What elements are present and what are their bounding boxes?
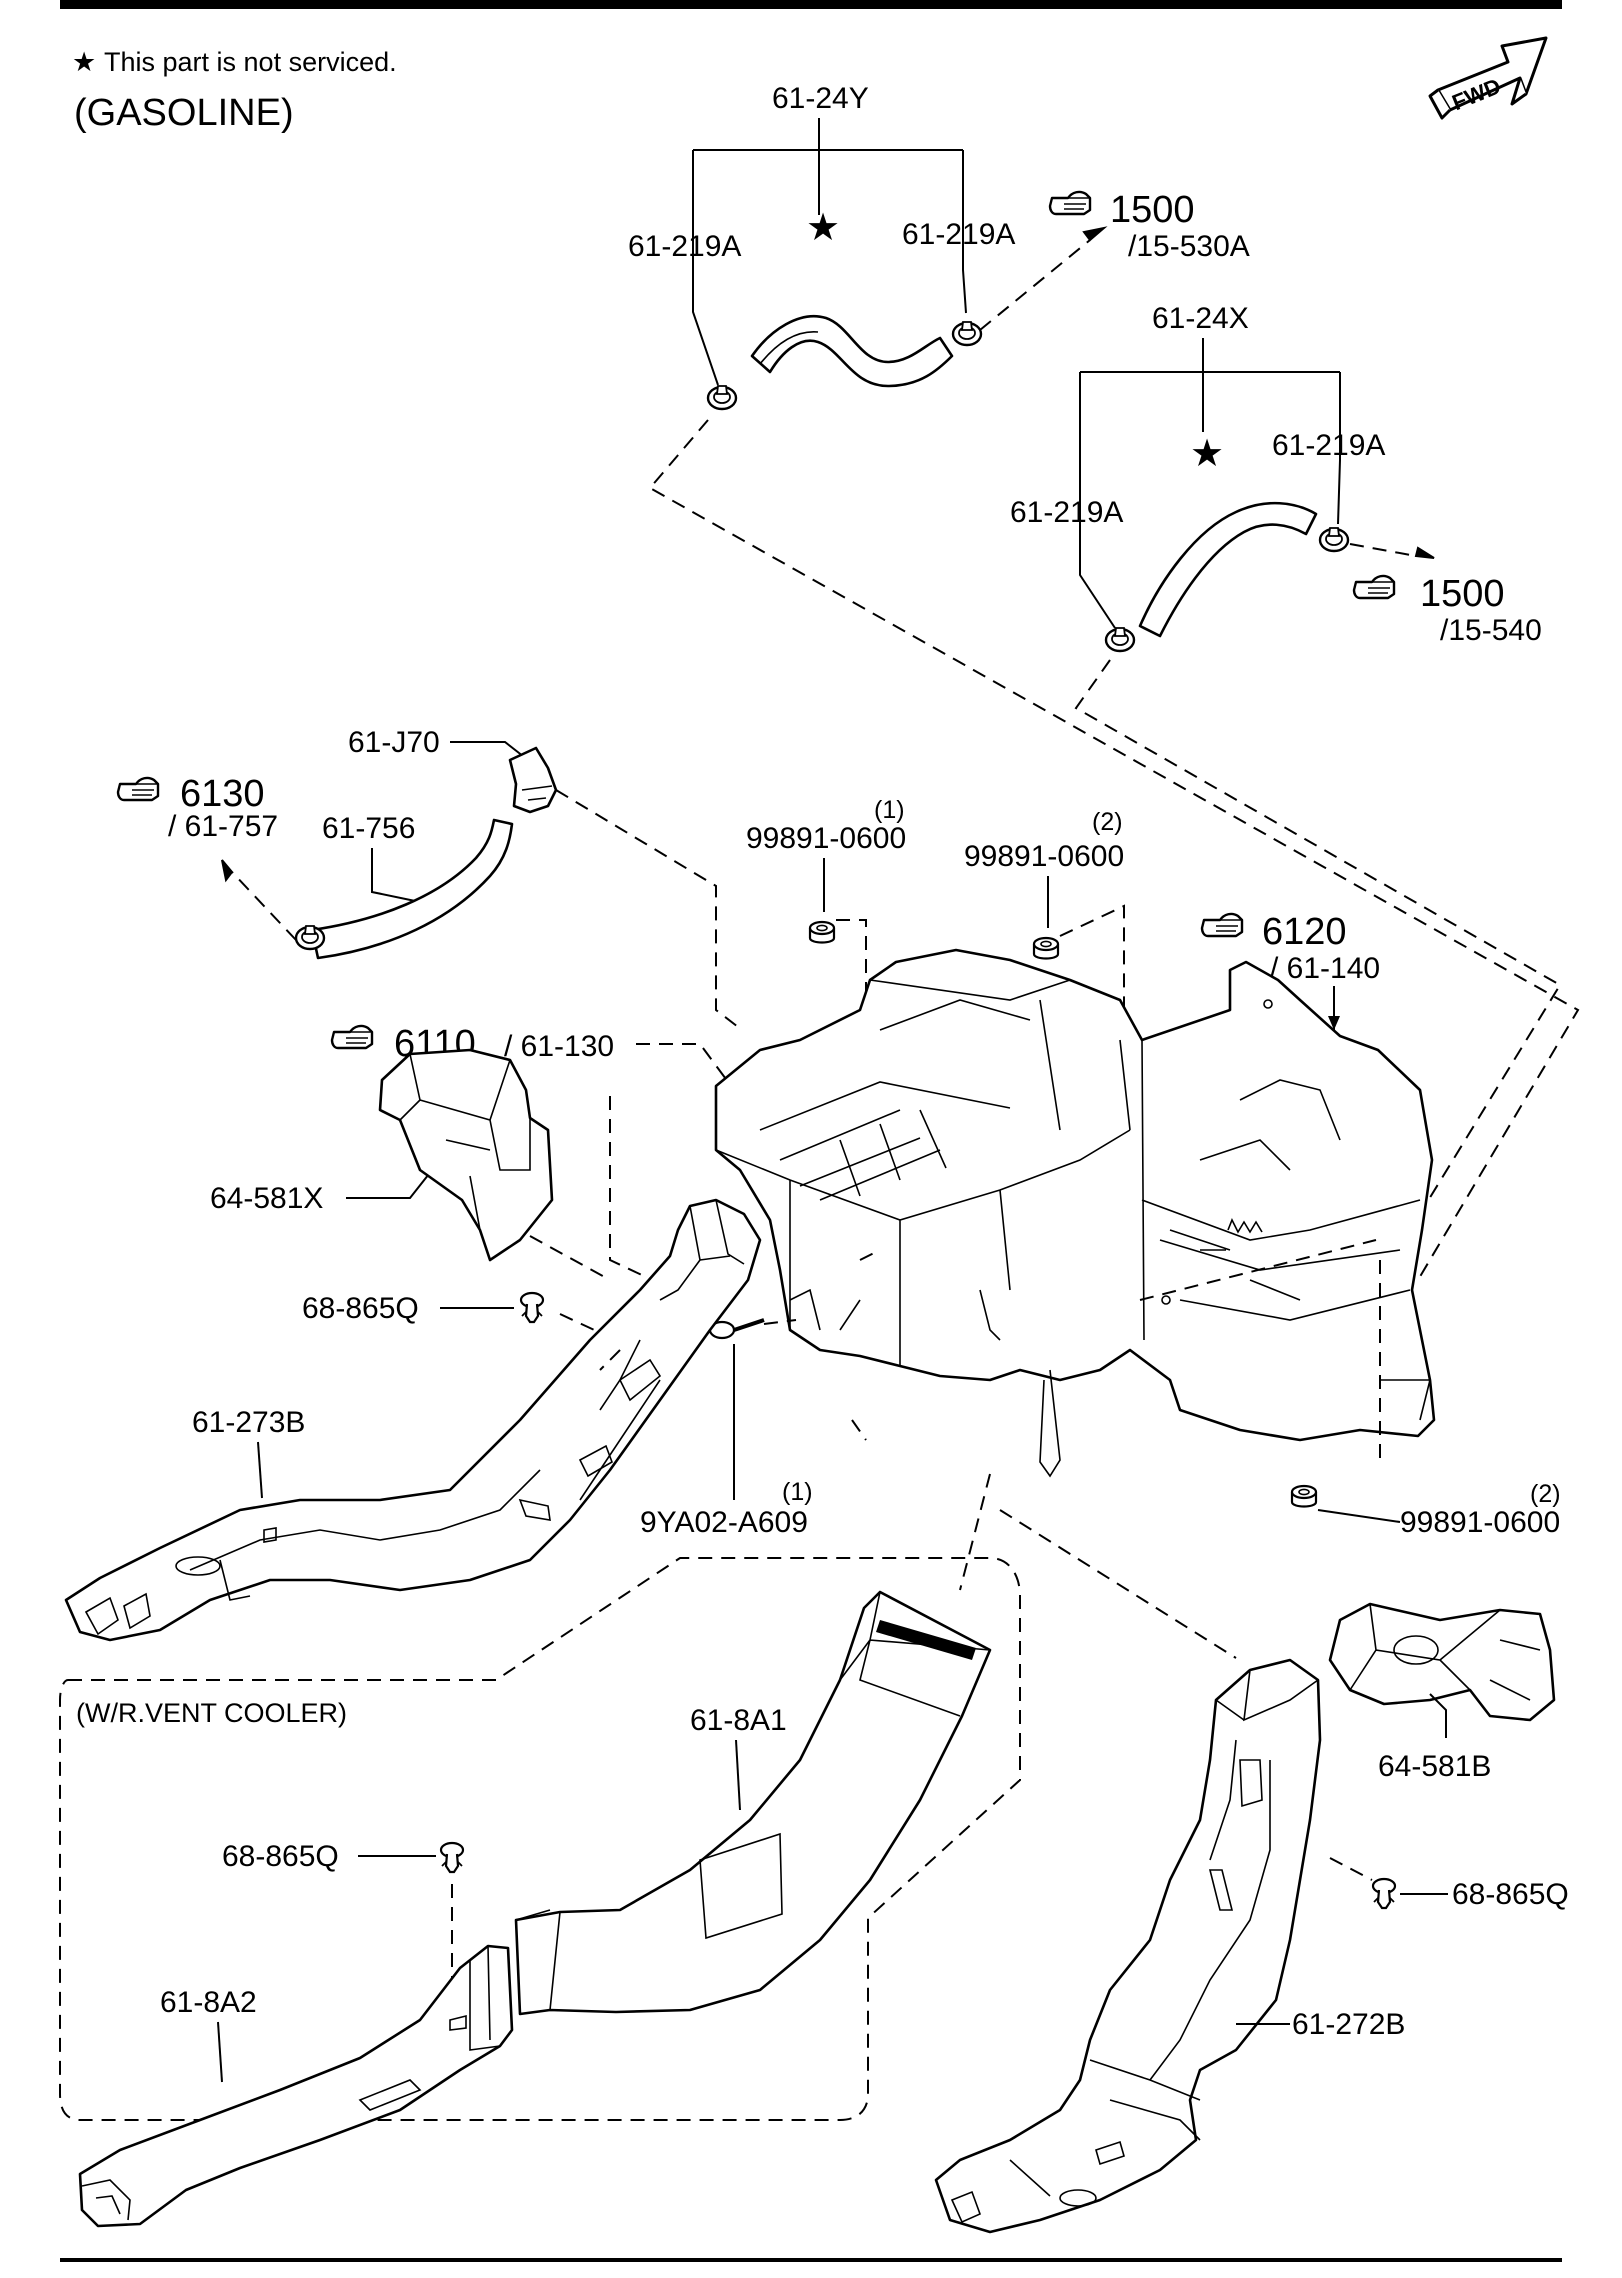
callout-61-756: 61-756: [322, 812, 415, 845]
callout-61-219A-left: 61-219A: [628, 230, 741, 263]
svg-text:1500: 1500: [1110, 189, 1195, 231]
reference-1500-a: 1500 /15-530A: [1048, 189, 1250, 263]
group-label-vent-cooler: (W/R.VENT COOLER): [76, 1698, 347, 1728]
callout-61-219A-lower: 61-219A: [1010, 496, 1123, 529]
callout-61-J70: 61-J70: [348, 726, 440, 759]
variant-heading: (GASOLINE): [74, 92, 294, 134]
callout-64-581X: 64-581X: [210, 1182, 323, 1215]
duct-61-8A2: [78, 1944, 514, 2228]
callout-68-865Q-right: 68-865Q: [1452, 1878, 1569, 1911]
clip-68-865Q: [519, 1291, 545, 1324]
svg-text:6130: 6130: [180, 773, 265, 815]
svg-text:/15-530A: /15-530A: [1128, 230, 1250, 263]
hose-clamp: [706, 384, 738, 411]
hose-61-24X: [1138, 501, 1318, 638]
pointing-hand-icon: [1048, 190, 1092, 216]
svg-text:/15-540: /15-540: [1440, 614, 1542, 647]
svg-text:1500: 1500: [1420, 573, 1505, 615]
qty-99891-1: (1): [874, 796, 905, 824]
svg-text:6120: 6120: [1262, 911, 1347, 953]
svg-text:/ 61-757: / 61-757: [168, 810, 278, 843]
svg-text:/ 61-140: / 61-140: [1270, 952, 1380, 985]
hose-clamp: [1318, 526, 1350, 553]
hose-61-756: [310, 818, 514, 960]
pointing-hand-icon: [116, 776, 160, 802]
callout-61-8A2: 61-8A2: [160, 1986, 257, 2019]
bottom-border: [60, 2258, 1562, 2262]
qty-99891-2: (2): [1092, 808, 1123, 836]
callout-61-24Y: 61-24Y: [772, 82, 869, 115]
callout-61-273B: 61-273B: [192, 1406, 305, 1439]
callout-99891-0600-1: 99891-0600: [746, 822, 906, 855]
callout-61-219A-right: 61-219A: [902, 218, 1015, 251]
top-border: [60, 0, 1562, 9]
duct-64-581X: [378, 1048, 554, 1262]
callout-9YA02-A609: 9YA02-A609: [640, 1506, 808, 1539]
nut-99891-0600: [1290, 1484, 1318, 1508]
hose-clamp: [294, 924, 326, 951]
callout-68-865Q-group: 68-865Q: [222, 1840, 339, 1873]
qty-9YA02: (1): [782, 1478, 813, 1506]
qty-99891-3: (2): [1530, 1480, 1561, 1508]
svg-text:/ 61-130: / 61-130: [504, 1030, 614, 1063]
pointing-hand-icon: [1352, 574, 1396, 600]
nut-99891-0600: [808, 920, 836, 944]
star-icon: ★: [1190, 433, 1224, 475]
callout-61-219A-upper: 61-219A: [1272, 429, 1385, 462]
callout-64-581B: 64-581B: [1378, 1750, 1491, 1783]
callout-61-272B: 61-272B: [1292, 2008, 1405, 2041]
bolt-9YA02-A609: [708, 1318, 765, 1340]
callout-61-24X: 61-24X: [1152, 302, 1249, 335]
duct-61-273B: [64, 1198, 762, 1642]
callout-99891-0600-3: 99891-0600: [1400, 1506, 1560, 1539]
hose-clamp: [1104, 626, 1136, 653]
hose-61-24Y: [750, 315, 954, 388]
clip-68-865Q: [1371, 1877, 1397, 1910]
star-icon: ★: [72, 47, 96, 77]
callout-99891-0600-2: 99891-0600: [964, 840, 1124, 873]
hose-clamp: [951, 320, 983, 347]
heater-unit-61-130: [714, 948, 1436, 1478]
duct-61-8A1: [514, 1590, 992, 2016]
nut-99891-0600: [1032, 936, 1060, 960]
callout-68-865Q-upper: 68-865Q: [302, 1292, 419, 1325]
star-icon: ★: [806, 207, 840, 249]
reference-1500-b: 1500 /15-540: [1352, 573, 1542, 647]
reference-6130: 6130 / 61-757: [116, 773, 278, 843]
vent-cooler-group-box: [59, 1557, 1021, 2121]
duct-61-272B: [934, 1658, 1322, 2234]
pointing-hand-icon: [1200, 912, 1244, 938]
callout-61-8A1: 61-8A1: [690, 1704, 787, 1737]
clip-68-865Q: [439, 1841, 465, 1874]
valve-61-J70: [508, 746, 558, 814]
reference-6120: 6120 / 61-140: [1200, 911, 1380, 985]
pointing-hand-icon: [330, 1024, 374, 1050]
not-serviced-note: This part is not serviced.: [104, 47, 397, 77]
fwd-arrow-icon: FWD: [1428, 36, 1548, 120]
